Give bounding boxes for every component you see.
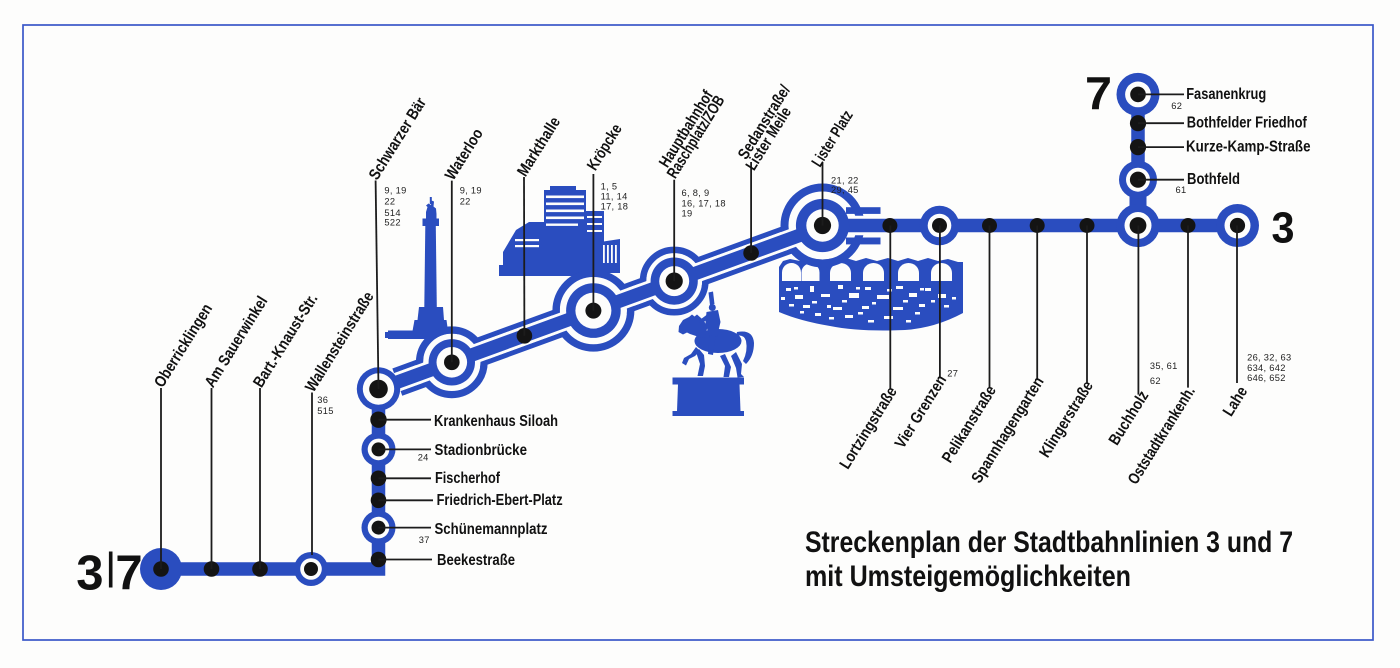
svg-text:Schwarzer Bär: Schwarzer Bär bbox=[366, 95, 430, 183]
svg-text:9, 19: 9, 19 bbox=[384, 186, 406, 196]
svg-text:35, 61: 35, 61 bbox=[1150, 361, 1178, 371]
svg-text:Klingerstraße: Klingerstraße bbox=[1037, 378, 1097, 461]
svg-text:Bothfelder Friedhof: Bothfelder Friedhof bbox=[1187, 114, 1308, 131]
svg-text:mit Umsteigemöglichkeiten: mit Umsteigemöglichkeiten bbox=[805, 560, 1131, 593]
svg-text:Kurze-Kamp-Straße: Kurze-Kamp-Straße bbox=[1186, 138, 1311, 155]
svg-text:634, 642: 634, 642 bbox=[1247, 363, 1286, 373]
svg-text:Vier Grenzen: Vier Grenzen bbox=[892, 372, 950, 451]
svg-text:Lister Platz: Lister Platz bbox=[809, 108, 857, 170]
svg-text:62: 62 bbox=[1150, 376, 1161, 386]
svg-text:515: 515 bbox=[317, 406, 333, 416]
svg-text:11, 14: 11, 14 bbox=[601, 192, 628, 202]
svg-text:Kröpcke: Kröpcke bbox=[584, 121, 625, 173]
svg-text:Streckenplan der Stadtbahnlini: Streckenplan der Stadtbahnlinien 3 und 7 bbox=[805, 526, 1293, 559]
svg-text:62: 62 bbox=[1171, 101, 1182, 111]
svg-text:24: 24 bbox=[418, 453, 429, 463]
svg-text:21, 22: 21, 22 bbox=[831, 176, 859, 186]
svg-text:Schünemannplatz: Schünemannplatz bbox=[435, 521, 548, 538]
svg-text:Beekestraße: Beekestraße bbox=[437, 552, 515, 569]
svg-text:Krankenhaus Siloah: Krankenhaus Siloah bbox=[434, 413, 558, 430]
svg-text:27: 27 bbox=[947, 369, 958, 379]
svg-text:Bothfeld: Bothfeld bbox=[1187, 171, 1240, 188]
svg-text:Fasanenkrug: Fasanenkrug bbox=[1186, 86, 1266, 103]
svg-text:3: 3 bbox=[76, 547, 103, 601]
svg-text:7: 7 bbox=[1085, 67, 1112, 119]
svg-text:Lortzingstraße: Lortzingstraße bbox=[837, 384, 901, 472]
svg-text:646, 652: 646, 652 bbox=[1247, 373, 1286, 383]
svg-text:17, 18: 17, 18 bbox=[601, 202, 629, 212]
svg-text:61: 61 bbox=[1176, 185, 1187, 195]
svg-text:3: 3 bbox=[1272, 204, 1295, 253]
svg-text:37: 37 bbox=[419, 535, 430, 545]
svg-text:36: 36 bbox=[317, 395, 328, 405]
svg-text:6, 8, 9: 6, 8, 9 bbox=[682, 188, 710, 198]
svg-text:16, 17, 18: 16, 17, 18 bbox=[682, 198, 726, 208]
svg-text:22: 22 bbox=[460, 197, 471, 207]
svg-text:Markthalle: Markthalle bbox=[514, 114, 564, 179]
svg-text:Stadionbrücke: Stadionbrücke bbox=[435, 442, 528, 459]
svg-text:Fischerhof: Fischerhof bbox=[435, 470, 501, 487]
svg-text:Lahe: Lahe bbox=[1220, 384, 1251, 420]
svg-text:522: 522 bbox=[384, 218, 400, 228]
svg-text:29, 45: 29, 45 bbox=[831, 185, 859, 195]
svg-text:26, 32, 63: 26, 32, 63 bbox=[1247, 353, 1291, 363]
svg-text:Waterloo: Waterloo bbox=[442, 126, 487, 184]
svg-text:22: 22 bbox=[384, 197, 395, 207]
svg-text:514: 514 bbox=[384, 208, 400, 218]
svg-text:Friedrich-Ebert-Platz: Friedrich-Ebert-Platz bbox=[437, 492, 563, 509]
svg-text:7: 7 bbox=[115, 547, 142, 601]
svg-text:1, 5: 1, 5 bbox=[601, 182, 618, 192]
svg-text:9, 19: 9, 19 bbox=[460, 186, 482, 196]
svg-text:Buchholz: Buchholz bbox=[1106, 388, 1152, 448]
svg-text:19: 19 bbox=[682, 209, 693, 219]
